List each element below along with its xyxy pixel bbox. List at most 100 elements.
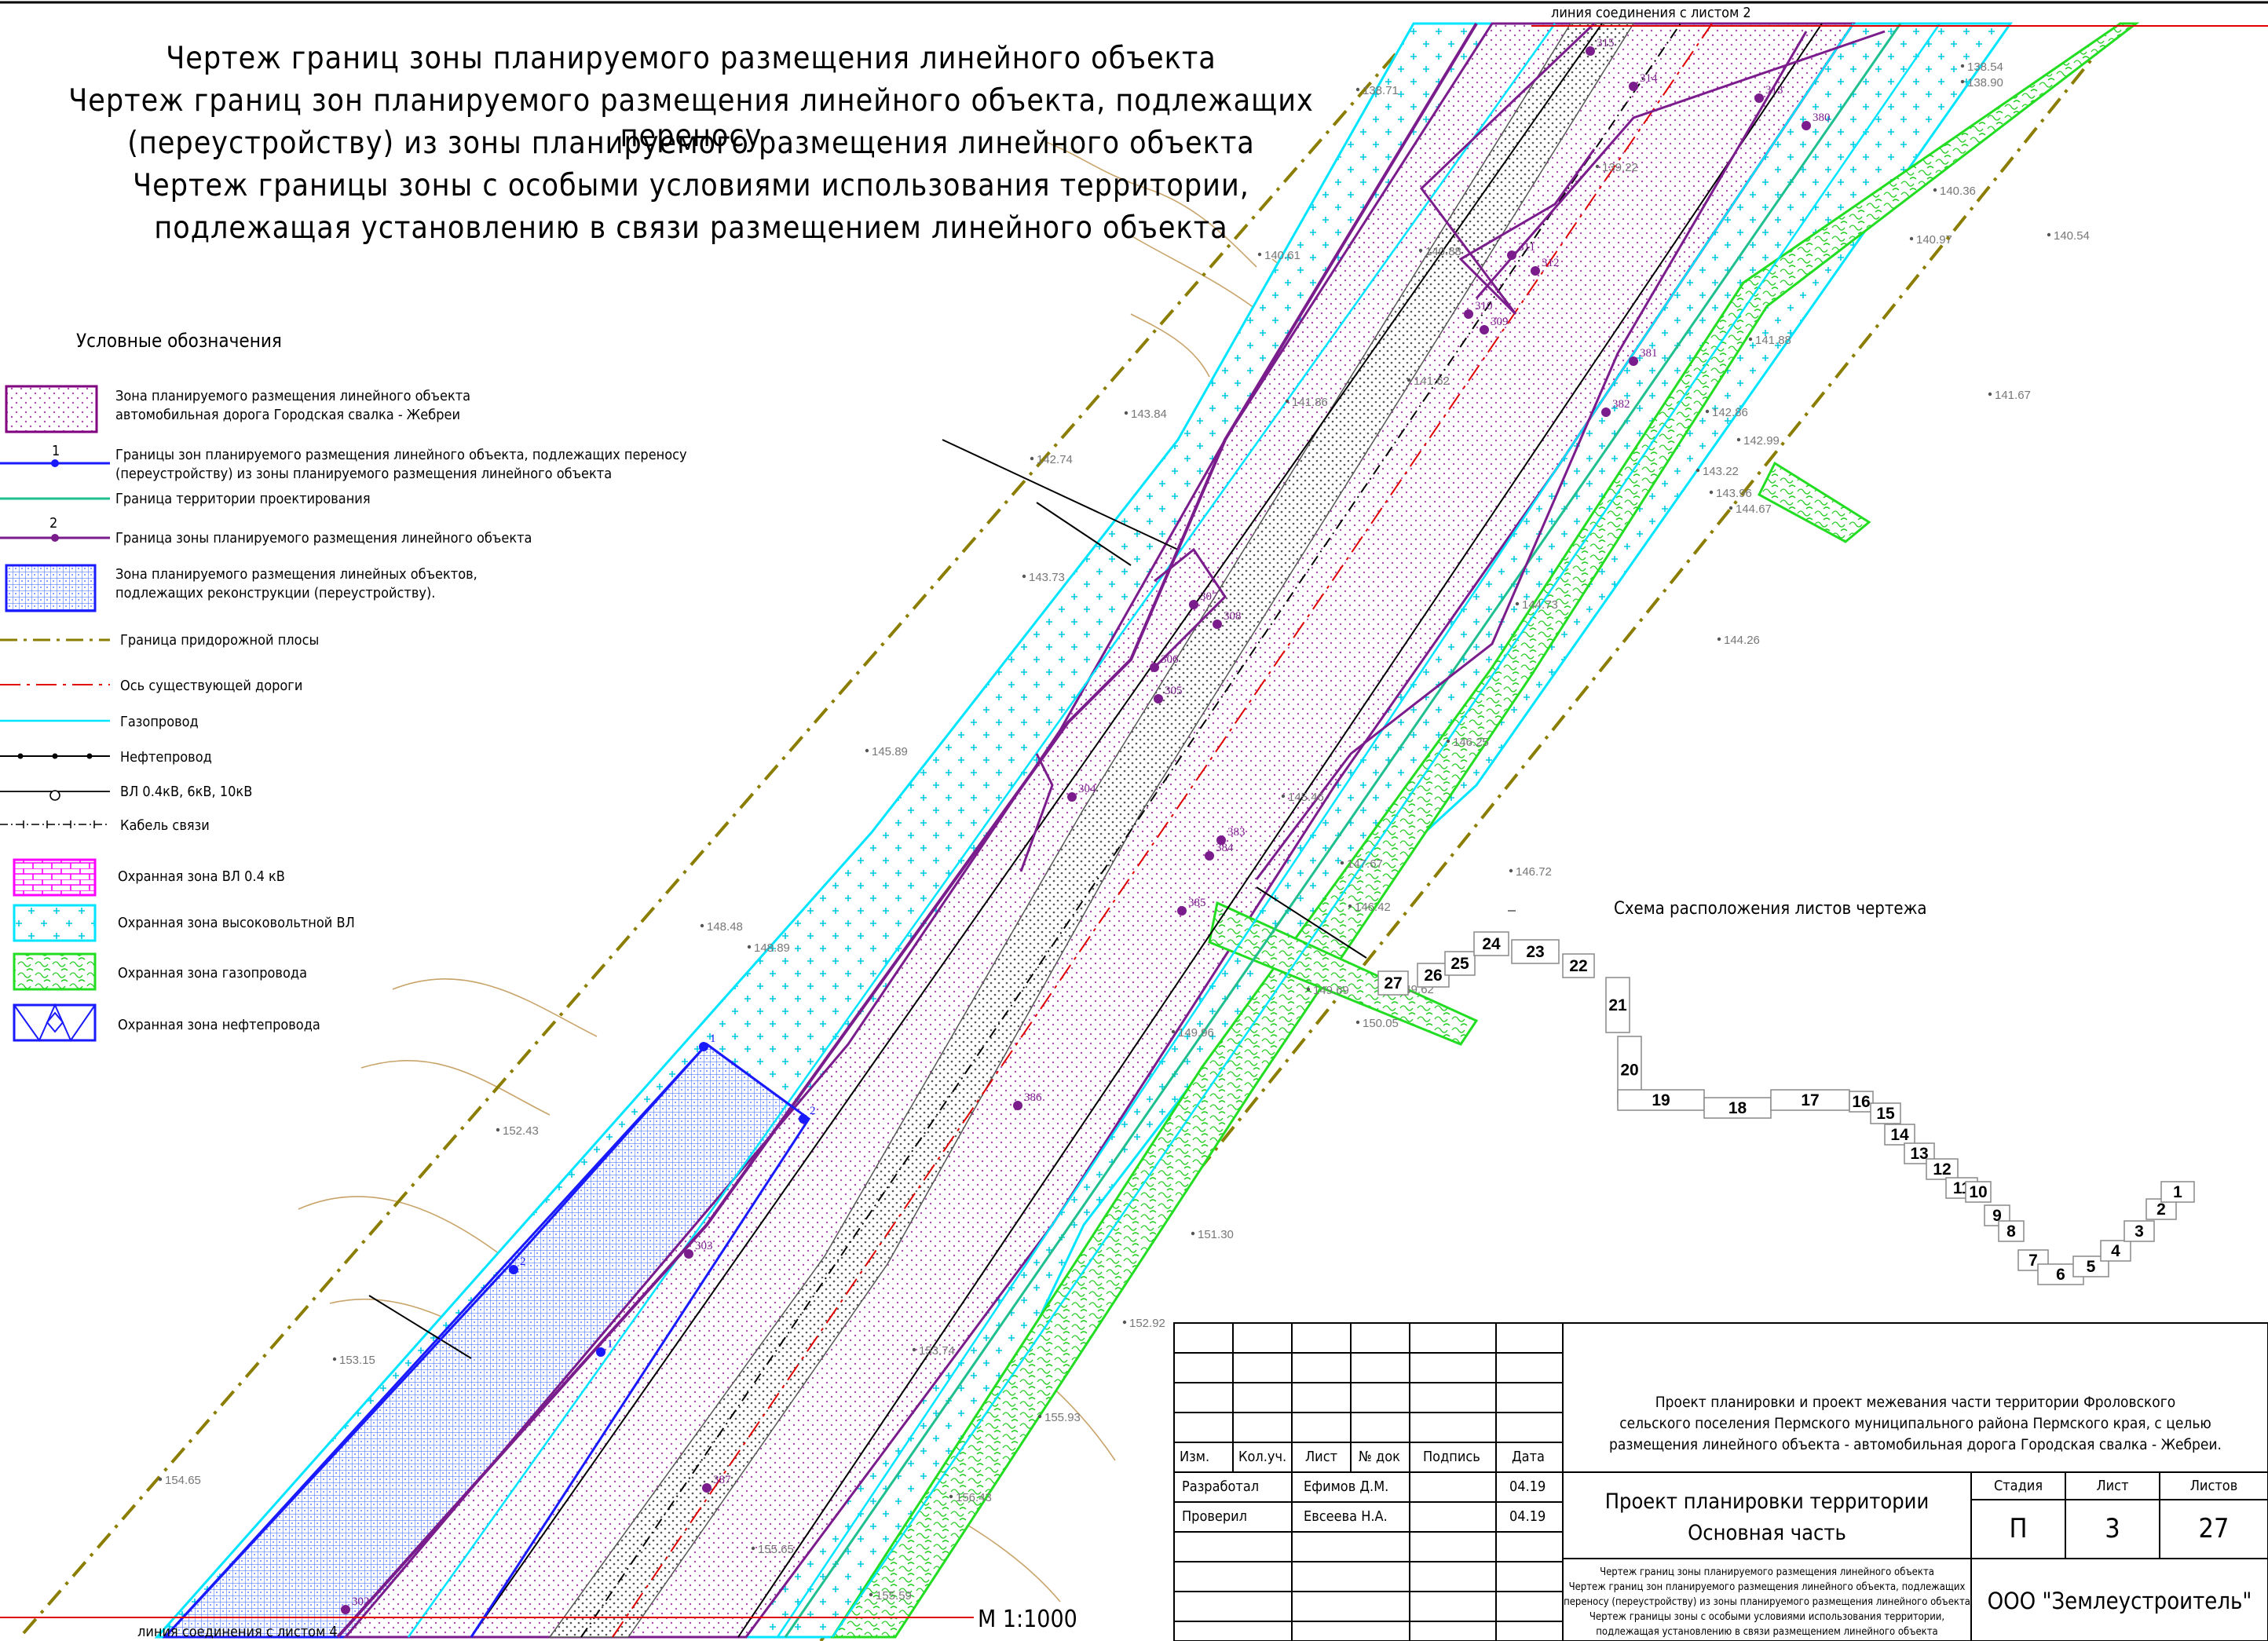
boundary-point [1629, 356, 1638, 366]
drawing-title-line-3: (переустройству) из зоны планируемого ра… [127, 126, 1255, 161]
svg-text:2: 2 [49, 515, 57, 532]
schema-sheet-label: 25 [1450, 955, 1469, 973]
legend-item-road-zone: Зона планируемого размещения линейного о… [115, 387, 470, 425]
stamp-name-checker: Евсеева Н.А. [1304, 1508, 1388, 1525]
elevation-label: 142.86 [1712, 406, 1748, 419]
elevation-dot [912, 1347, 916, 1352]
elevation-label: 153.74 [919, 1344, 955, 1358]
elevation-label: 150.05 [1363, 1017, 1399, 1030]
boundary-point [1150, 663, 1159, 672]
elevation-marks: 138.71138.54138.90139.22140.36140.54140.… [158, 60, 2090, 1603]
legend-swatch-oil-pipeline [0, 753, 110, 759]
boundary-point [1013, 1101, 1022, 1110]
legend-item-zone-border: Граница зоны планируемого размещения лин… [115, 530, 532, 546]
schema-sheet-1: 1 [2160, 1181, 2195, 1203]
schema-sheet-label: 14 [1890, 1126, 1909, 1144]
boundary-point [1754, 93, 1764, 103]
boundary-point [1189, 600, 1198, 609]
connection-label-top: линия соединения с листом 2 [1551, 5, 1751, 21]
legend-swatch-power-line [0, 790, 110, 801]
legend-item-reconstruction-zone: Зона планируемого размещения линейных об… [115, 565, 477, 603]
boundary-point [1067, 792, 1077, 802]
legend-swatch-protect-oil [13, 1003, 97, 1043]
legend-text: (переустройству) из зоны планируемого ра… [115, 466, 613, 482]
schema-sheet-label: 2 [2156, 1201, 2166, 1219]
elevation-dot [1736, 437, 1741, 442]
schema-sheet-26: 26 [1417, 963, 1450, 988]
elevation-dot [1728, 506, 1733, 510]
elevation-label: 146.72 [1516, 865, 1552, 879]
elevation-label: 145.89 [872, 745, 908, 758]
elevation-label: 143.84 [1131, 408, 1167, 421]
boundary-point-label: 305 [1165, 685, 1183, 697]
schema-sheet-label: 1 [2173, 1183, 2182, 1201]
schema-sheet-label: 7 [2028, 1252, 2038, 1270]
boundary-point [1601, 408, 1611, 417]
legend-item-protect-04kv: Охранная зона ВЛ 0.4 кВ [118, 868, 285, 885]
boundary-point [1531, 266, 1540, 276]
elevation-dot [1030, 456, 1034, 461]
schema-sheet-label: 19 [1652, 1091, 1670, 1109]
svg-text:1: 1 [52, 443, 60, 459]
schema-sheet-label: 16 [1852, 1093, 1870, 1111]
schema-sheet-16: 16 [1849, 1091, 1874, 1113]
elevation-label: 155.59 [876, 1589, 912, 1603]
elevation-dot [1257, 252, 1262, 257]
elevation-dot [747, 945, 752, 949]
boundary-point [684, 1249, 693, 1259]
schema-sheet-24: 24 [1473, 931, 1509, 956]
elevation-dot [1960, 64, 1965, 68]
stamp-drawing-desc: Чертеж границ зоны планируемого размещен… [1563, 1565, 1971, 1639]
stamp-doc-title: Проект планировки территории Основная ча… [1563, 1486, 1971, 1549]
legend-text: Зона планируемого размещения линейных об… [115, 566, 477, 583]
elevation-label: 141.86 [1292, 396, 1328, 409]
elevation-label: 156.43 [956, 1491, 992, 1504]
boundary-point [1507, 250, 1516, 260]
schema-sheet-label: 4 [2111, 1242, 2120, 1260]
elevation-dot [700, 923, 704, 928]
elevation-dot [496, 1128, 500, 1132]
elevation-label: 140.97 [1916, 233, 1952, 247]
elevation-label: 155.93 [1044, 1411, 1081, 1424]
boundary-points: 3153143133803113123103093813823073083063… [341, 37, 1831, 1614]
legend-item-protect-oil: Охранная зона нефтепровода [118, 1017, 320, 1033]
stamp-name-developer: Ефимов Д.М. [1304, 1478, 1389, 1495]
elevation-dot [1348, 904, 1352, 908]
schema-sheet-19: 19 [1617, 1089, 1705, 1111]
elevation-dot [865, 748, 869, 753]
legend-text: Границы зон планируемого размещения лине… [115, 447, 687, 463]
boundary-point-label: 313 [1765, 84, 1783, 97]
elevation-dot [1705, 409, 1710, 414]
elevation-label: 144.26 [1724, 634, 1760, 647]
elevation-label: 145.46 [1288, 791, 1324, 804]
elevation-label: 140.54 [2054, 229, 2090, 243]
boundary-point-label: 312 [1542, 257, 1560, 269]
boundary-point [1464, 309, 1473, 319]
boundary-point-label: 303 [695, 1240, 713, 1252]
boundary-point-label: 314 [1640, 72, 1658, 85]
schema-sheet-18: 18 [1703, 1097, 1772, 1119]
legend-swatch-protect-gas [13, 952, 97, 991]
schema-sheet-label: 20 [1620, 1062, 1638, 1080]
stamp-company: ООО "Землеустроитель" [1987, 1588, 2252, 1614]
elevation-dot [1515, 601, 1520, 606]
elevation-dot [1171, 1029, 1176, 1034]
elevation-dot [1285, 399, 1289, 404]
schema-sheet-label: 9 [1992, 1207, 2002, 1225]
elevation-dot [1960, 79, 1965, 84]
elevation-dot [332, 1357, 337, 1361]
legend-item-road-axis: Ось существующей дороги [120, 678, 303, 694]
boundary-point-label: 311 [1518, 241, 1535, 254]
map-area: 3153143133803113123103093813823073083063… [0, 18, 2268, 1641]
elevation-label: 152.43 [503, 1124, 539, 1138]
boundary-point-label: 309 [1491, 316, 1509, 328]
legend-item-power-line: ВЛ 0.4кВ, 6кВ, 10кВ [120, 784, 253, 800]
schema-sheet-3: 3 [2124, 1220, 2155, 1242]
boundary-point-label: 310 [1475, 300, 1493, 312]
legend-item-relocation-border: Границы зон планируемого размещения лине… [115, 446, 687, 484]
boundary-point-label: 302 [352, 1595, 370, 1608]
stamp-header-list: Лист [1305, 1449, 1338, 1465]
boundary-point-label: 386 [1024, 1091, 1042, 1104]
elevation-dot [1124, 411, 1129, 415]
